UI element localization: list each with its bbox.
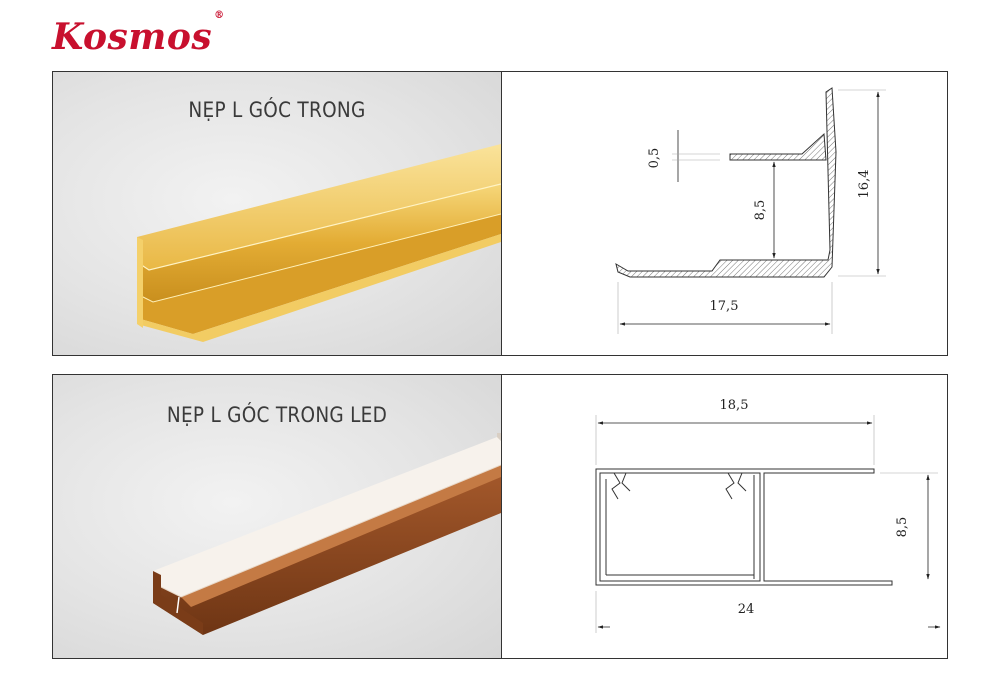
product-panel-2: NẸP L GÓC TRONG LED [52, 374, 948, 659]
product-photo-1: NẸP L GÓC TRONG [53, 72, 502, 355]
gold-profile-render [136, 144, 501, 342]
dim-height: 8,5 [895, 517, 910, 538]
dim-total-height: 16,4 [857, 170, 872, 199]
registered-mark: ® [214, 10, 225, 21]
dim-inner-height: 8,5 [753, 200, 768, 221]
product-title-1: NẸP L GÓC TRONG [188, 98, 366, 122]
product-panel-1: NẸP L GÓC TRONG [52, 71, 948, 356]
dim-width: 17,5 [710, 299, 739, 314]
product-photo-2: NẸP L GÓC TRONG LED [53, 375, 502, 658]
technical-drawing-2: 18,5 8,5 24 [502, 375, 948, 658]
profile-section-2 [595, 468, 893, 586]
brand-logo: Kosmos® [52, 8, 225, 60]
brown-led-profile-render [152, 433, 501, 635]
dim-top-width: 18,5 [720, 398, 749, 413]
technical-drawing-1: 0,5 8,5 16,4 17,5 [502, 72, 948, 355]
brand-name: Kosmos [52, 16, 213, 58]
product-title-2: NẸP L GÓC TRONG LED [166, 403, 388, 427]
dim-thickness: 0,5 [647, 148, 662, 169]
dim-total-width: 24 [738, 602, 755, 617]
profile-section-1 [615, 87, 837, 278]
